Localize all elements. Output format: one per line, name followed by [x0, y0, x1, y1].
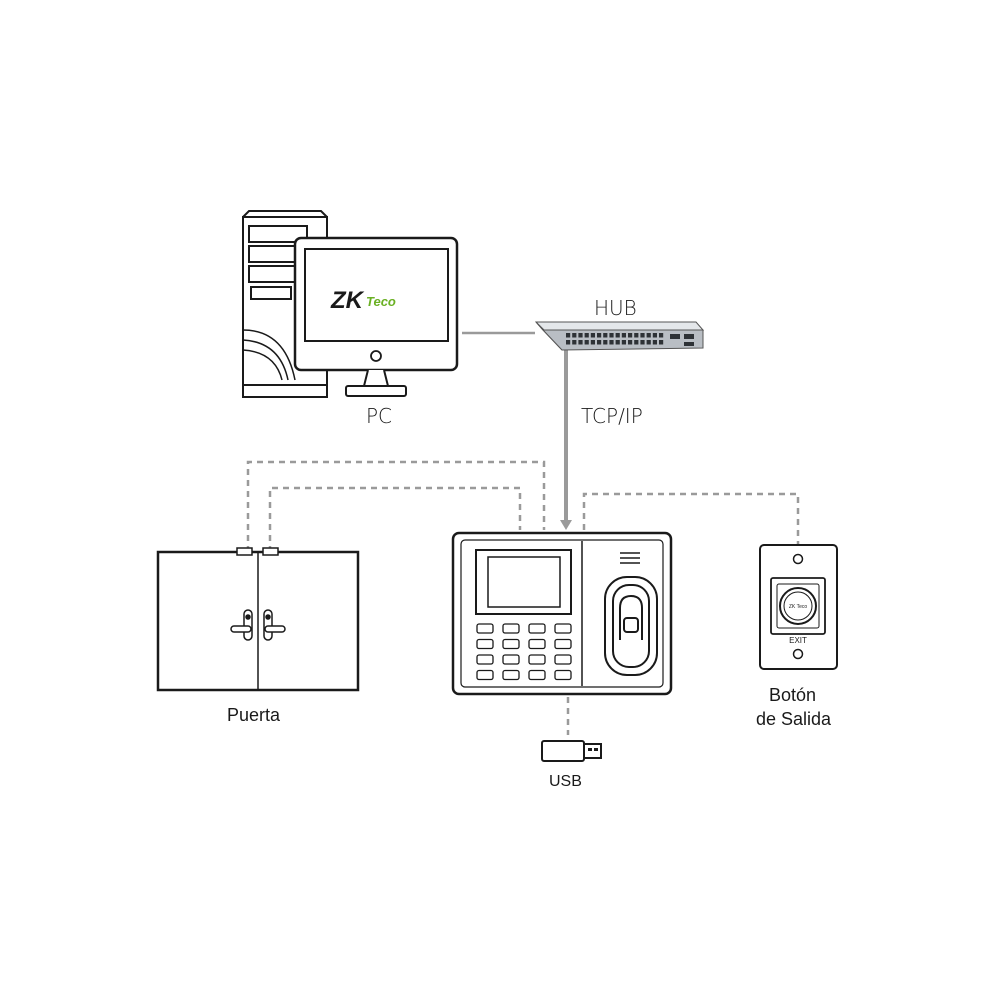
hub-port [634, 340, 639, 345]
hub-port [566, 333, 571, 338]
hub-port [584, 340, 589, 345]
hub-port [659, 333, 664, 338]
fingerprint-sensor [604, 576, 658, 676]
hub-ports [566, 333, 664, 345]
keypad-key [502, 623, 520, 634]
speaker-grille [620, 552, 640, 564]
keypad-key [476, 638, 494, 650]
hub-port [640, 340, 645, 345]
keypad-key [502, 669, 520, 681]
access-terminal [451, 531, 673, 696]
power-icon [370, 350, 382, 362]
tcpip-arrowhead [560, 520, 572, 530]
hub-port [652, 340, 657, 345]
hub-port [603, 333, 608, 338]
hub-port [572, 333, 577, 338]
keypad-key [528, 638, 546, 650]
keypad-key [554, 654, 572, 665]
network-hub [534, 321, 705, 351]
keypad-key [476, 623, 494, 634]
keypad-key [554, 623, 572, 634]
connection-lines [246, 331, 800, 735]
keypad-key [528, 623, 546, 634]
pc-label: PC [366, 404, 393, 428]
hub-port [597, 340, 602, 345]
hub-port [646, 333, 651, 338]
keypad-key [502, 638, 520, 650]
door-lock-wire-inner [268, 486, 522, 552]
door-handle-right [263, 609, 286, 641]
hub-port [609, 340, 614, 345]
keypad-key [528, 669, 546, 681]
door-label: Puerta [227, 705, 281, 725]
hub-port [634, 333, 639, 338]
hub-port [572, 340, 577, 345]
zkteco-logo-zk: ZK [330, 287, 365, 314]
exit-button-label-line1: Botón [769, 685, 817, 705]
exit-plate-label: EXIT [789, 636, 807, 645]
hub-port [659, 340, 664, 345]
keypad-key [554, 669, 572, 681]
hub-port [584, 333, 589, 338]
keypad-key [528, 654, 546, 665]
usb-stick-icon [541, 740, 602, 762]
keypad-key [476, 669, 494, 681]
hub-port [578, 340, 583, 345]
hub-port [590, 333, 595, 338]
keypad-key [502, 654, 520, 665]
door-handle-left [230, 609, 253, 641]
hub-port [652, 333, 657, 338]
usb-label: USB [549, 773, 582, 790]
hub-port [597, 333, 602, 338]
tcpip-label: TCP/IP [581, 404, 643, 428]
hub-port [646, 340, 651, 345]
hub-port [609, 333, 614, 338]
keypad-key [554, 638, 572, 650]
exit-button-brand: ZK Teco [789, 604, 807, 610]
hub-port [603, 340, 608, 345]
door-lock-wire-outer [246, 460, 546, 552]
hub-port [640, 333, 645, 338]
exit-button: ZK Teco EXIT [759, 544, 838, 670]
terminal-keypad [476, 623, 572, 681]
zkteco-logo-teco: Teco [366, 294, 396, 309]
hub-port [621, 333, 626, 338]
pc-monitor: ZK Teco [293, 236, 459, 397]
hub-port [621, 340, 626, 345]
hub-port [615, 333, 620, 338]
keypad-key [476, 654, 494, 665]
hub-port [615, 340, 620, 345]
hub-port [590, 340, 595, 345]
door [156, 547, 360, 692]
hub-port [566, 340, 571, 345]
hub-port [578, 333, 583, 338]
hub-label: HUB [594, 296, 637, 320]
exit-button-wire [582, 492, 800, 545]
hub-port [628, 333, 633, 338]
exit-button-label-line2: de Salida [756, 709, 832, 729]
hub-port [628, 340, 633, 345]
